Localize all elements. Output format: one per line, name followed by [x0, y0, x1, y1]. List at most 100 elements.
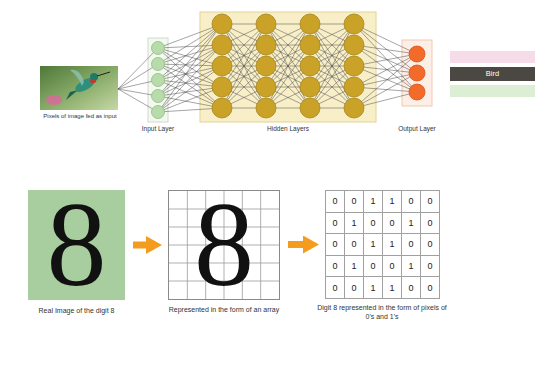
pixel-cell: 1	[344, 212, 364, 235]
pixel-cell: 1	[401, 212, 421, 235]
output-layer-panel	[402, 40, 432, 106]
neuron	[152, 90, 165, 103]
caption: Digit 8 represented in the form of pixel…	[315, 303, 450, 321]
flow-arrow	[288, 241, 307, 248]
pixel-cell: 1	[363, 276, 383, 299]
neuron	[212, 98, 232, 118]
pixel-cell: 0	[401, 190, 421, 213]
pixel-cell: 1	[382, 190, 402, 213]
pixel-cell: 1	[344, 255, 364, 278]
network-link	[310, 45, 354, 108]
image-box: 8Real Image of the digit 8	[28, 190, 125, 300]
pixel-cell: 1	[363, 233, 383, 256]
network-link	[266, 24, 310, 87]
bird-photo	[40, 66, 118, 110]
network-link	[222, 24, 266, 87]
pixel-cell: 0	[420, 255, 440, 278]
flower	[46, 95, 62, 105]
output-bar	[450, 85, 535, 97]
photo-ground	[40, 66, 118, 110]
caption: Represented in the form of an array	[168, 305, 280, 314]
neuron	[300, 77, 320, 97]
pixel-cell: 0	[363, 255, 383, 278]
neuron	[300, 56, 320, 76]
pixel-cell: 1	[382, 233, 402, 256]
bird-wing	[70, 70, 84, 86]
pixel-cell: 1	[363, 190, 383, 213]
neuron	[152, 106, 165, 119]
neuron	[344, 77, 364, 97]
network-link	[266, 24, 310, 87]
hidden-layers-panel	[200, 12, 376, 122]
layer-label: Output Layer	[389, 125, 445, 133]
network-link	[158, 24, 222, 80]
pixel-cell: 0	[401, 233, 421, 256]
bird-beak	[97, 72, 110, 76]
neuron	[256, 56, 276, 76]
network-link	[158, 45, 222, 112]
neuron	[212, 77, 232, 97]
neuron	[212, 14, 232, 34]
neuron	[300, 98, 320, 118]
pixel-cell: 0	[382, 255, 402, 278]
pixel-cell: 0	[344, 233, 364, 256]
pixel-cell: 0	[325, 212, 345, 235]
pixel-cell: 0	[344, 276, 364, 299]
neuron	[409, 65, 425, 81]
flow-arrow	[133, 242, 150, 249]
pixel-cell: 0	[420, 276, 440, 299]
neuron	[256, 35, 276, 55]
neuron	[152, 58, 165, 71]
bird-throat	[90, 79, 96, 83]
neuron	[344, 98, 364, 118]
network-link	[354, 54, 417, 87]
neuron	[344, 14, 364, 34]
pixel-cell: 0	[325, 276, 345, 299]
digit-glyph: 8	[47, 194, 107, 296]
network	[118, 14, 425, 119]
neuron	[152, 74, 165, 87]
neuron	[256, 14, 276, 34]
neuron	[300, 35, 320, 55]
layer-label: Input Layer	[130, 125, 186, 133]
class-label: Bird	[486, 70, 499, 78]
pixel-cell: 0	[363, 212, 383, 235]
network-link	[158, 66, 222, 96]
neuron	[212, 56, 232, 76]
network-link	[310, 45, 354, 108]
pixel-cell: 0	[420, 233, 440, 256]
layer-label: Hidden Layers	[243, 125, 333, 133]
pixel-cell: 0	[325, 190, 345, 213]
caption: Real Image of the digit 8	[22, 306, 132, 315]
network-link	[222, 45, 266, 108]
neuron	[256, 98, 276, 118]
layer-label: Pixels of image fed as input	[34, 113, 126, 120]
pixel-cell: 0	[325, 255, 345, 278]
network-link	[354, 24, 417, 54]
network-link	[310, 24, 354, 87]
neuron	[344, 35, 364, 55]
neuron	[409, 84, 425, 100]
class-bar: Bird	[450, 67, 535, 81]
neuron	[152, 42, 165, 55]
neuron	[344, 56, 364, 76]
neuron	[300, 14, 320, 34]
pixel-cell: 0	[420, 212, 440, 235]
digit-glyph: 8	[194, 194, 254, 296]
network-link	[354, 24, 417, 92]
network-link	[222, 24, 266, 87]
array-grid: 8Represented in the form of an array	[168, 190, 280, 300]
network-link	[222, 45, 266, 108]
neuron	[256, 77, 276, 97]
network-link	[118, 89, 158, 112]
output-bar	[450, 51, 535, 63]
network-link	[310, 24, 354, 87]
bird-tail	[66, 90, 78, 100]
pixel-cell: 0	[344, 190, 364, 213]
pixel-cell: 0	[401, 276, 421, 299]
pixel-cell: 1	[382, 276, 402, 299]
network-link	[266, 45, 310, 108]
neuron	[409, 46, 425, 62]
pixel-cell: 1	[401, 255, 421, 278]
